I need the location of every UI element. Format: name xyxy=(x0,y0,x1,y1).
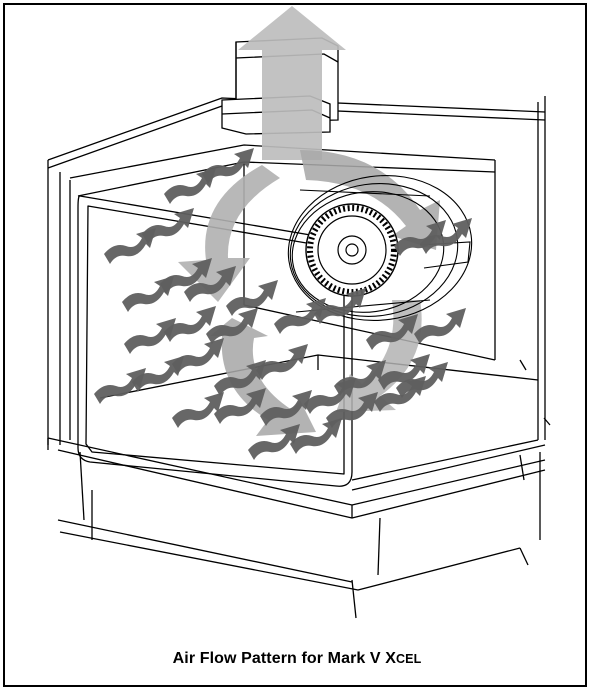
warm-air-arrow xyxy=(94,368,146,404)
warm-air-arrow xyxy=(206,308,258,344)
warm-air-arrow xyxy=(326,392,378,428)
warm-air-arrow xyxy=(314,288,366,324)
warm-air-arrow xyxy=(420,218,472,254)
warm-air-arrows xyxy=(94,148,472,460)
warm-air-arrow xyxy=(104,228,156,264)
warm-air-arrow xyxy=(142,208,194,244)
caption-smallcaps: CEL xyxy=(396,652,422,666)
warm-air-arrow xyxy=(184,266,236,302)
warm-air-arrow xyxy=(172,338,224,374)
warm-air-arrow xyxy=(396,362,448,398)
warm-air-arrow xyxy=(214,360,266,396)
warm-air-arrow xyxy=(378,354,430,390)
warm-air-arrow xyxy=(164,306,216,342)
warm-air-arrow xyxy=(260,390,312,426)
diagram-caption: Air Flow Pattern for Mark V XCEL xyxy=(0,650,594,668)
warm-air-arrow xyxy=(226,280,278,316)
warm-air-arrow xyxy=(274,298,326,334)
warm-air-arrow xyxy=(334,360,386,396)
warm-air-arrow xyxy=(124,318,176,354)
warm-air-arrow xyxy=(394,220,446,256)
warm-air-arrow xyxy=(160,258,212,294)
warm-air-arrow xyxy=(256,344,308,380)
warm-air-arrow xyxy=(214,388,266,424)
warm-air-arrow xyxy=(132,356,184,392)
warm-air-arrow xyxy=(366,314,418,350)
blower-wheel xyxy=(305,203,399,297)
warm-air-arrow xyxy=(414,308,466,344)
warm-air-arrow xyxy=(202,148,254,184)
warm-air-arrow xyxy=(290,418,342,454)
warm-air-arrow xyxy=(164,168,216,204)
main-airflow-arrow xyxy=(178,6,440,436)
caption-prefix: Air Flow Pattern for Mark V X xyxy=(172,650,397,667)
warm-air-arrow xyxy=(172,392,224,428)
warm-air-arrow xyxy=(248,424,300,460)
